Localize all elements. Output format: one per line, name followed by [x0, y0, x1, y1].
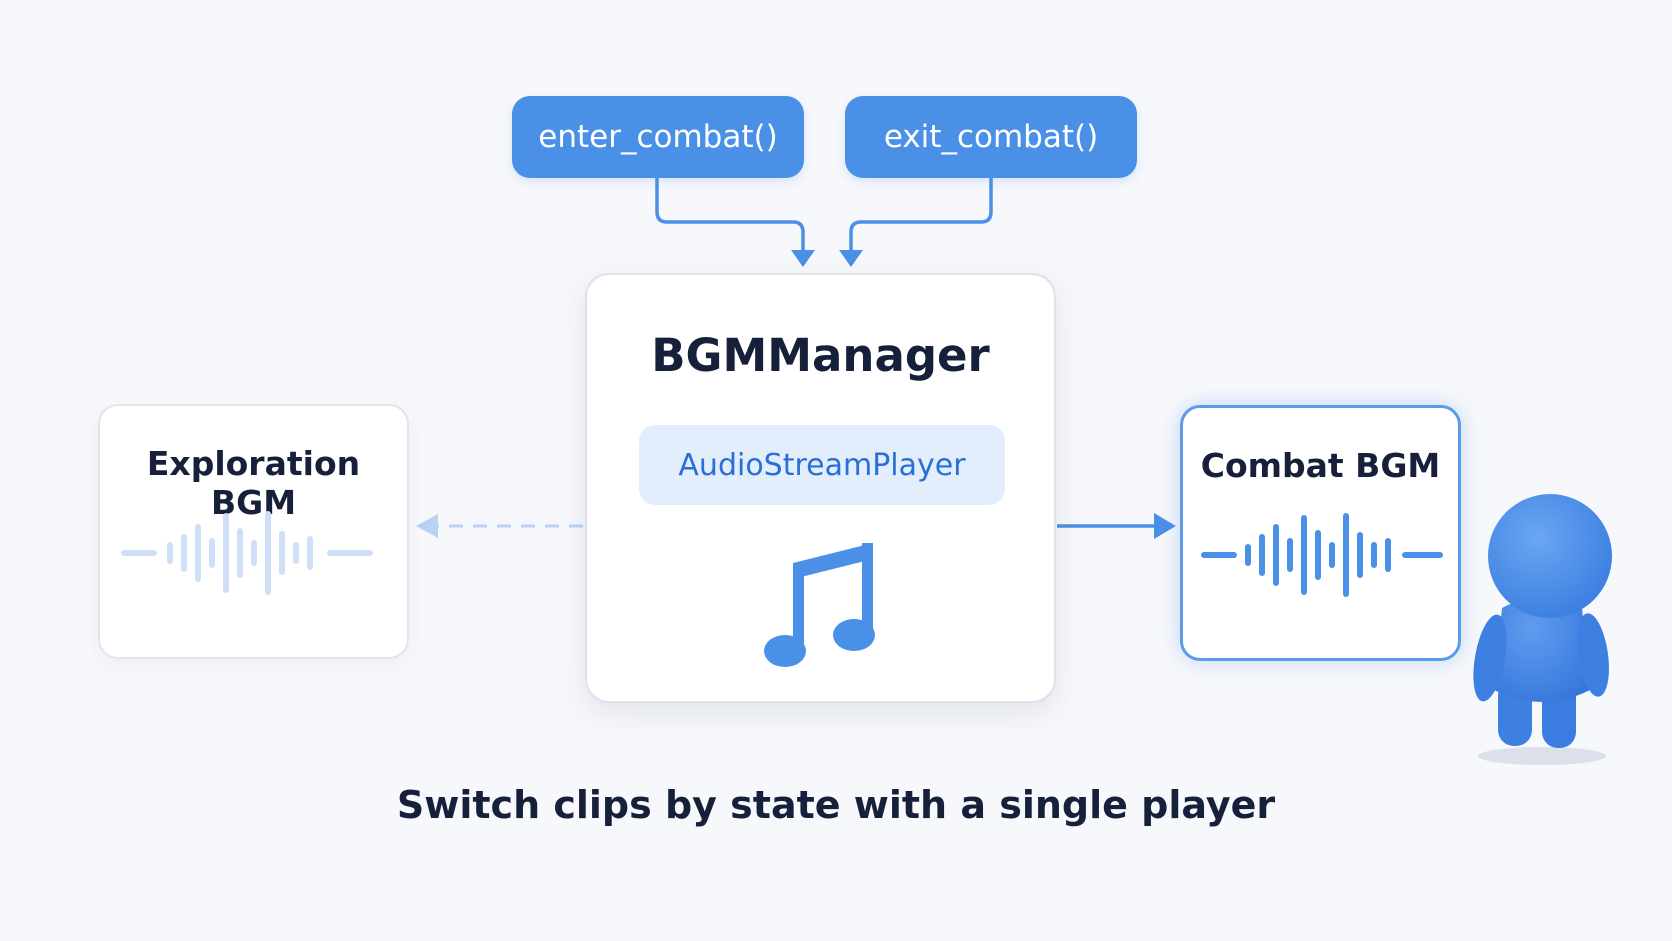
exit-connector	[849, 178, 993, 250]
exploration-bgm-card: Exploration BGM	[98, 404, 409, 659]
exit-arrowhead	[839, 250, 863, 267]
character-figure	[1473, 494, 1612, 765]
exploration-arrowhead	[416, 514, 438, 538]
exit-combat-label: exit_combat()	[883, 119, 1099, 155]
audio-stream-player-label: AudioStreamPlayer	[678, 447, 966, 483]
enter-combat-method: enter_combat()	[512, 96, 804, 178]
audio-waveform-icon	[121, 511, 373, 595]
enter-combat-label: enter_combat()	[538, 119, 778, 155]
combat-bgm-card: Combat BGM	[1180, 405, 1461, 661]
bgm-manager-title: BGMManager	[651, 329, 990, 382]
music-note-icon	[764, 543, 875, 667]
enter-connector	[655, 178, 805, 250]
bgm-manager-node: BGMManager AudioStreamPlayer	[585, 273, 1056, 703]
combat-bgm-title: Combat BGM	[1200, 446, 1441, 485]
enter-arrowhead	[791, 250, 815, 267]
audio-waveform-icon	[1201, 513, 1443, 597]
diagram-caption: Switch clips by state with a single play…	[396, 783, 1276, 827]
exit-combat-method: exit_combat()	[845, 96, 1137, 178]
audio-stream-player-pill: AudioStreamPlayer	[639, 425, 1005, 505]
combat-arrowhead	[1154, 513, 1176, 539]
